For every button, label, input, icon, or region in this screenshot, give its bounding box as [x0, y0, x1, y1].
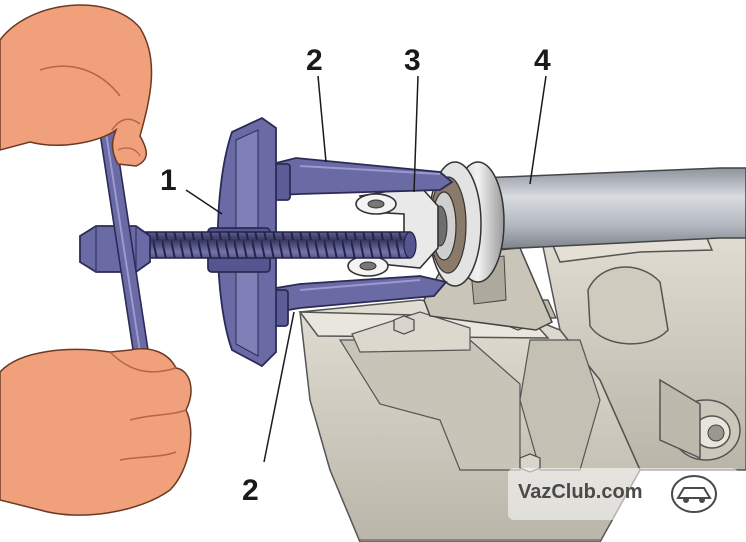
upper-hand	[0, 4, 153, 167]
lower-hand	[0, 348, 192, 516]
callout-4: 4	[534, 44, 551, 77]
callout-2-lower: 2	[242, 474, 259, 507]
leader-3	[413, 75, 419, 193]
leader-1	[185, 189, 223, 215]
car-badge-icon	[671, 475, 717, 513]
puller	[79, 116, 454, 368]
leader-2-lower	[263, 311, 295, 463]
yoke-fork	[347, 185, 439, 277]
watermark-text: VazClub.com	[518, 481, 642, 503]
callout-1: 1	[160, 164, 177, 197]
callout-3: 3	[404, 44, 421, 77]
leader-lines	[185, 75, 547, 463]
leader-2-upper	[317, 75, 327, 163]
leader-4	[529, 75, 547, 185]
shaft	[467, 167, 746, 251]
watermark: VazClub.com	[508, 468, 738, 520]
callout-2-upper: 2	[306, 44, 323, 77]
